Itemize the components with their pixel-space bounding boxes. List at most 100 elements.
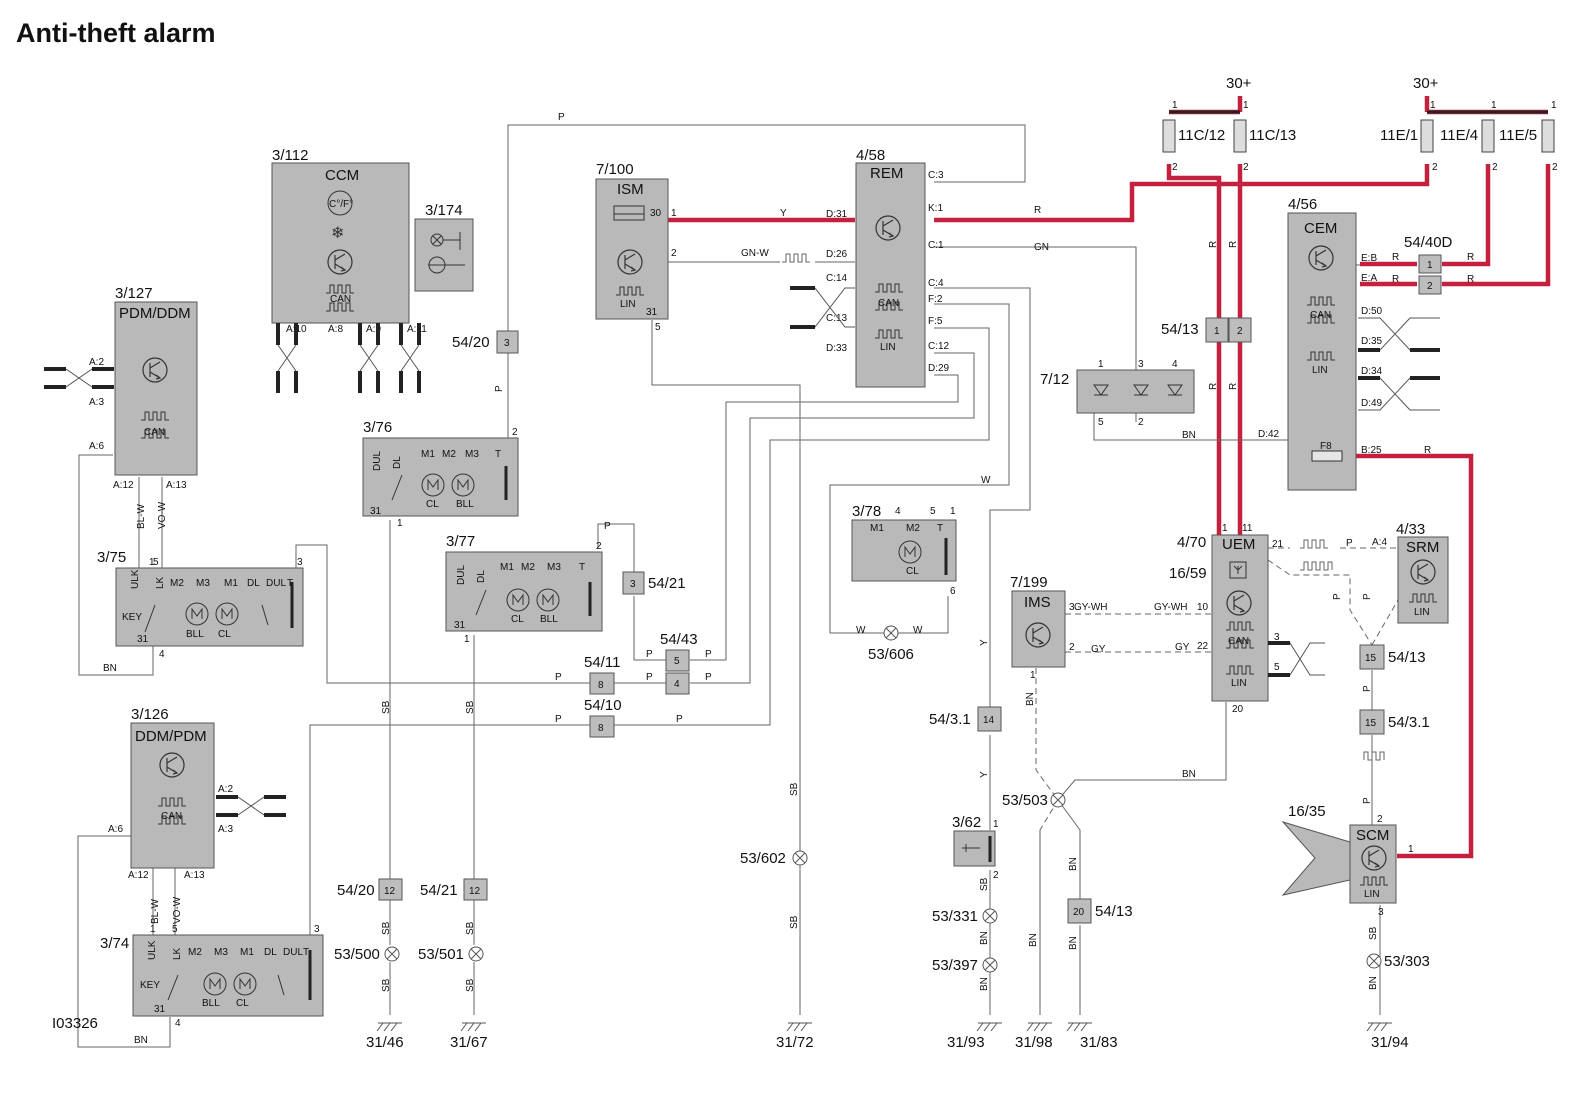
svg-text:1: 1 xyxy=(1491,100,1497,111)
svg-text:4/56: 4/56 xyxy=(1288,196,1317,213)
svg-text:BN: BN xyxy=(979,931,990,945)
svg-text:P: P xyxy=(555,672,562,683)
svg-text:GY-WH: GY-WH xyxy=(1154,602,1188,613)
svg-text:31/67: 31/67 xyxy=(450,1034,488,1051)
svg-text:M2: M2 xyxy=(906,523,920,534)
svg-text:CEM: CEM xyxy=(1304,220,1337,237)
svg-text:31/72: 31/72 xyxy=(776,1034,814,1051)
svg-text:W: W xyxy=(913,625,923,636)
svg-text:Y: Y xyxy=(979,771,990,778)
svg-text:VO-W: VO-W xyxy=(157,501,168,529)
svg-text:3: 3 xyxy=(1069,602,1075,613)
svg-text:1: 1 xyxy=(1427,260,1433,271)
svg-text:11C/13: 11C/13 xyxy=(1249,127,1296,144)
svg-text:SB: SB xyxy=(465,921,476,935)
svg-text:R: R xyxy=(1424,445,1431,456)
svg-text:F:5: F:5 xyxy=(928,316,943,327)
svg-text:M1: M1 xyxy=(224,578,238,589)
svg-text:5: 5 xyxy=(153,557,159,568)
svg-text:DUL: DUL xyxy=(266,578,286,589)
svg-text:31: 31 xyxy=(646,307,658,318)
svg-text:C:14: C:14 xyxy=(826,273,848,284)
svg-text:B:25: B:25 xyxy=(1361,445,1382,456)
svg-text:20: 20 xyxy=(1073,907,1085,918)
svg-text:T: T xyxy=(495,449,501,460)
svg-text:D:50: D:50 xyxy=(1361,306,1383,317)
svg-text:R: R xyxy=(1228,383,1239,390)
lock-unit-3-75: 3/75 ULK LK M2 M3 M1 DL DUL T KEY BLL CL… xyxy=(97,549,304,660)
svg-text:5: 5 xyxy=(1098,417,1104,428)
supply-30-right: 30+ xyxy=(1413,75,1439,92)
svg-text:1: 1 xyxy=(950,506,956,517)
svg-text:DL: DL xyxy=(247,578,260,589)
svg-text:M3: M3 xyxy=(547,562,561,573)
lock-unit-3-74: 3/74 ULK LK M2 M3 M1 DL DUL T KEY BLL CL… xyxy=(100,924,324,1029)
svg-text:4: 4 xyxy=(159,649,165,660)
svg-text:E:B: E:B xyxy=(1361,253,1377,264)
svg-text:3/78: 3/78 xyxy=(852,503,881,520)
module-ims: 7/199 IMS 3 2 1 xyxy=(1010,574,1075,681)
svg-text:SB: SB xyxy=(465,978,476,992)
svg-text:T: T xyxy=(579,562,585,573)
svg-text:2: 2 xyxy=(1172,162,1178,173)
lock-unit-3-76: 3/76 DUL DL M1 M2 M3 T CL BLL 2 31 1 xyxy=(362,419,519,529)
svg-text:14: 14 xyxy=(983,715,995,726)
svg-text:D:49: D:49 xyxy=(1361,398,1383,409)
svg-text:LIN: LIN xyxy=(1231,678,1247,689)
splices: 53/606 53/602 53/500 53/501 53/503 53/33… xyxy=(334,625,1430,974)
svg-text:F:2: F:2 xyxy=(928,294,943,305)
svg-text:31: 31 xyxy=(154,1004,166,1015)
svg-text:2: 2 xyxy=(512,427,518,438)
module-ccm: 3/112 CCM C°/F° ❄ CAN A:10 A:8 A:9 A:11 xyxy=(271,147,427,395)
connector-54-13-bottom: 20 54/13 xyxy=(1067,898,1133,924)
svg-text:K:1: K:1 xyxy=(928,203,943,214)
svg-text:4: 4 xyxy=(175,1018,181,1029)
svg-text:D:42: D:42 xyxy=(1258,429,1280,440)
svg-text:21: 21 xyxy=(1272,539,1284,550)
svg-text:2: 2 xyxy=(1432,162,1438,173)
svg-text:A:4: A:4 xyxy=(1372,537,1387,548)
module-rem: 4/58 REM CAN LIN D:31 D:26 C:14 C:13 D:3… xyxy=(826,147,950,388)
rem-twisted-pair xyxy=(790,286,855,329)
svg-text:SB: SB xyxy=(381,921,392,935)
svg-text:BLL: BLL xyxy=(202,998,220,1009)
svg-text:SB: SB xyxy=(979,877,990,891)
svg-text:31: 31 xyxy=(454,620,466,631)
svg-text:12: 12 xyxy=(469,886,481,897)
svg-text:1: 1 xyxy=(993,819,999,830)
svg-text:C:13: C:13 xyxy=(826,313,848,324)
svg-text:KEY: KEY xyxy=(122,612,142,623)
fuse-11e1: 11E/1 2 xyxy=(1380,119,1438,173)
connector-54-21-top: 3 54/21 xyxy=(622,571,686,595)
svg-text:5: 5 xyxy=(930,506,936,517)
svg-text:BN: BN xyxy=(1025,692,1036,706)
svg-text:1: 1 xyxy=(1243,100,1249,111)
svg-text:P: P xyxy=(1362,685,1373,692)
svg-text:12: 12 xyxy=(384,886,396,897)
svg-text:A:2: A:2 xyxy=(89,357,104,368)
svg-text:R: R xyxy=(1467,274,1474,285)
svg-text:4: 4 xyxy=(1172,359,1178,370)
svg-text:SB: SB xyxy=(789,915,800,929)
svg-text:LIN: LIN xyxy=(1312,365,1328,376)
svg-text:M3: M3 xyxy=(196,578,210,589)
svg-text:2: 2 xyxy=(1069,642,1075,653)
lock-unit-3-78: 3/78 M1 M2 T CL 4 5 1 6 xyxy=(851,503,957,597)
wire-color-labels: P Y GN-W R GN R R R R R R R R R BN P BL-… xyxy=(103,112,1474,1046)
svg-text:BLL: BLL xyxy=(540,614,558,625)
svg-text:DL: DL xyxy=(476,570,487,583)
svg-text:SB: SB xyxy=(465,700,476,714)
svg-text:R: R xyxy=(1208,383,1219,390)
svg-text:BN: BN xyxy=(1068,857,1079,871)
svg-text:11E/4: 11E/4 xyxy=(1440,127,1478,144)
svg-text:5: 5 xyxy=(172,924,178,935)
svg-text:11C/12: 11C/12 xyxy=(1178,127,1225,144)
svg-text:T: T xyxy=(937,523,943,534)
svg-text:LIN: LIN xyxy=(1364,889,1380,900)
svg-text:T: T xyxy=(303,947,309,958)
svg-text:R: R xyxy=(1467,252,1474,263)
fuse-11c12: 11C/12 2 xyxy=(1162,119,1225,173)
svg-text:15: 15 xyxy=(1365,718,1377,729)
svg-text:1: 1 xyxy=(149,557,155,568)
